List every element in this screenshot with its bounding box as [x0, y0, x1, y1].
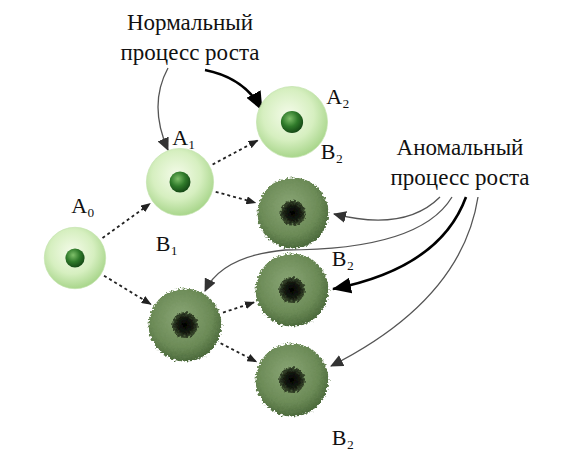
cell-nucleus	[170, 172, 191, 193]
cell-shape	[254, 342, 330, 418]
cell-label: A₀	[71, 195, 95, 217]
leader-arrow	[331, 197, 478, 366]
cell-body	[44, 227, 105, 288]
cell-label: B₂	[332, 248, 354, 270]
cell-shape	[256, 176, 330, 250]
cell-node: B₂	[256, 176, 330, 250]
cell-label: A₂	[326, 86, 350, 108]
leader-arrow	[158, 68, 168, 150]
cell-node: A₂	[255, 85, 329, 159]
cell-body	[256, 254, 329, 327]
growth-arrow	[216, 192, 256, 203]
cell-shape	[43, 226, 107, 290]
growth-arrow	[221, 343, 257, 361]
cell-nucleus	[65, 248, 84, 267]
cell-body	[256, 344, 329, 417]
growth-arrow	[104, 276, 151, 305]
cell-body	[146, 148, 213, 215]
process-label: Аномальный процесс роста	[370, 133, 550, 193]
cell-shape	[147, 287, 223, 363]
cell-body	[149, 289, 222, 362]
cell-label: B₁	[156, 233, 178, 255]
cell-nucleus	[281, 111, 303, 133]
cell-label: B₂	[332, 427, 354, 449]
growth-arrow	[223, 302, 254, 312]
cell-body	[256, 86, 327, 157]
cell-node: A₀	[43, 226, 107, 290]
leader-arrow	[205, 70, 262, 110]
cell-node: A₁	[145, 147, 215, 217]
cell-label: A₁	[172, 127, 196, 149]
cell-body	[257, 177, 328, 248]
cell-shape	[254, 252, 330, 328]
cell-node: B₁	[147, 287, 223, 363]
growth-arrow	[103, 204, 151, 238]
growth-arrow	[213, 140, 258, 164]
leader-arrow	[334, 197, 440, 220]
cell-node: B₂	[254, 342, 330, 418]
cell-nucleus	[280, 200, 305, 225]
cell-shape	[145, 147, 215, 217]
cell-nucleus	[279, 367, 305, 393]
cell-node: B₂	[254, 252, 330, 328]
process-label: Нормальный процесс роста	[105, 8, 275, 68]
cell-shape	[255, 85, 329, 159]
leader-arrow	[205, 197, 452, 291]
cell-nucleus	[279, 277, 305, 303]
cell-nucleus	[172, 312, 198, 338]
cell-label: B₂	[321, 141, 343, 163]
